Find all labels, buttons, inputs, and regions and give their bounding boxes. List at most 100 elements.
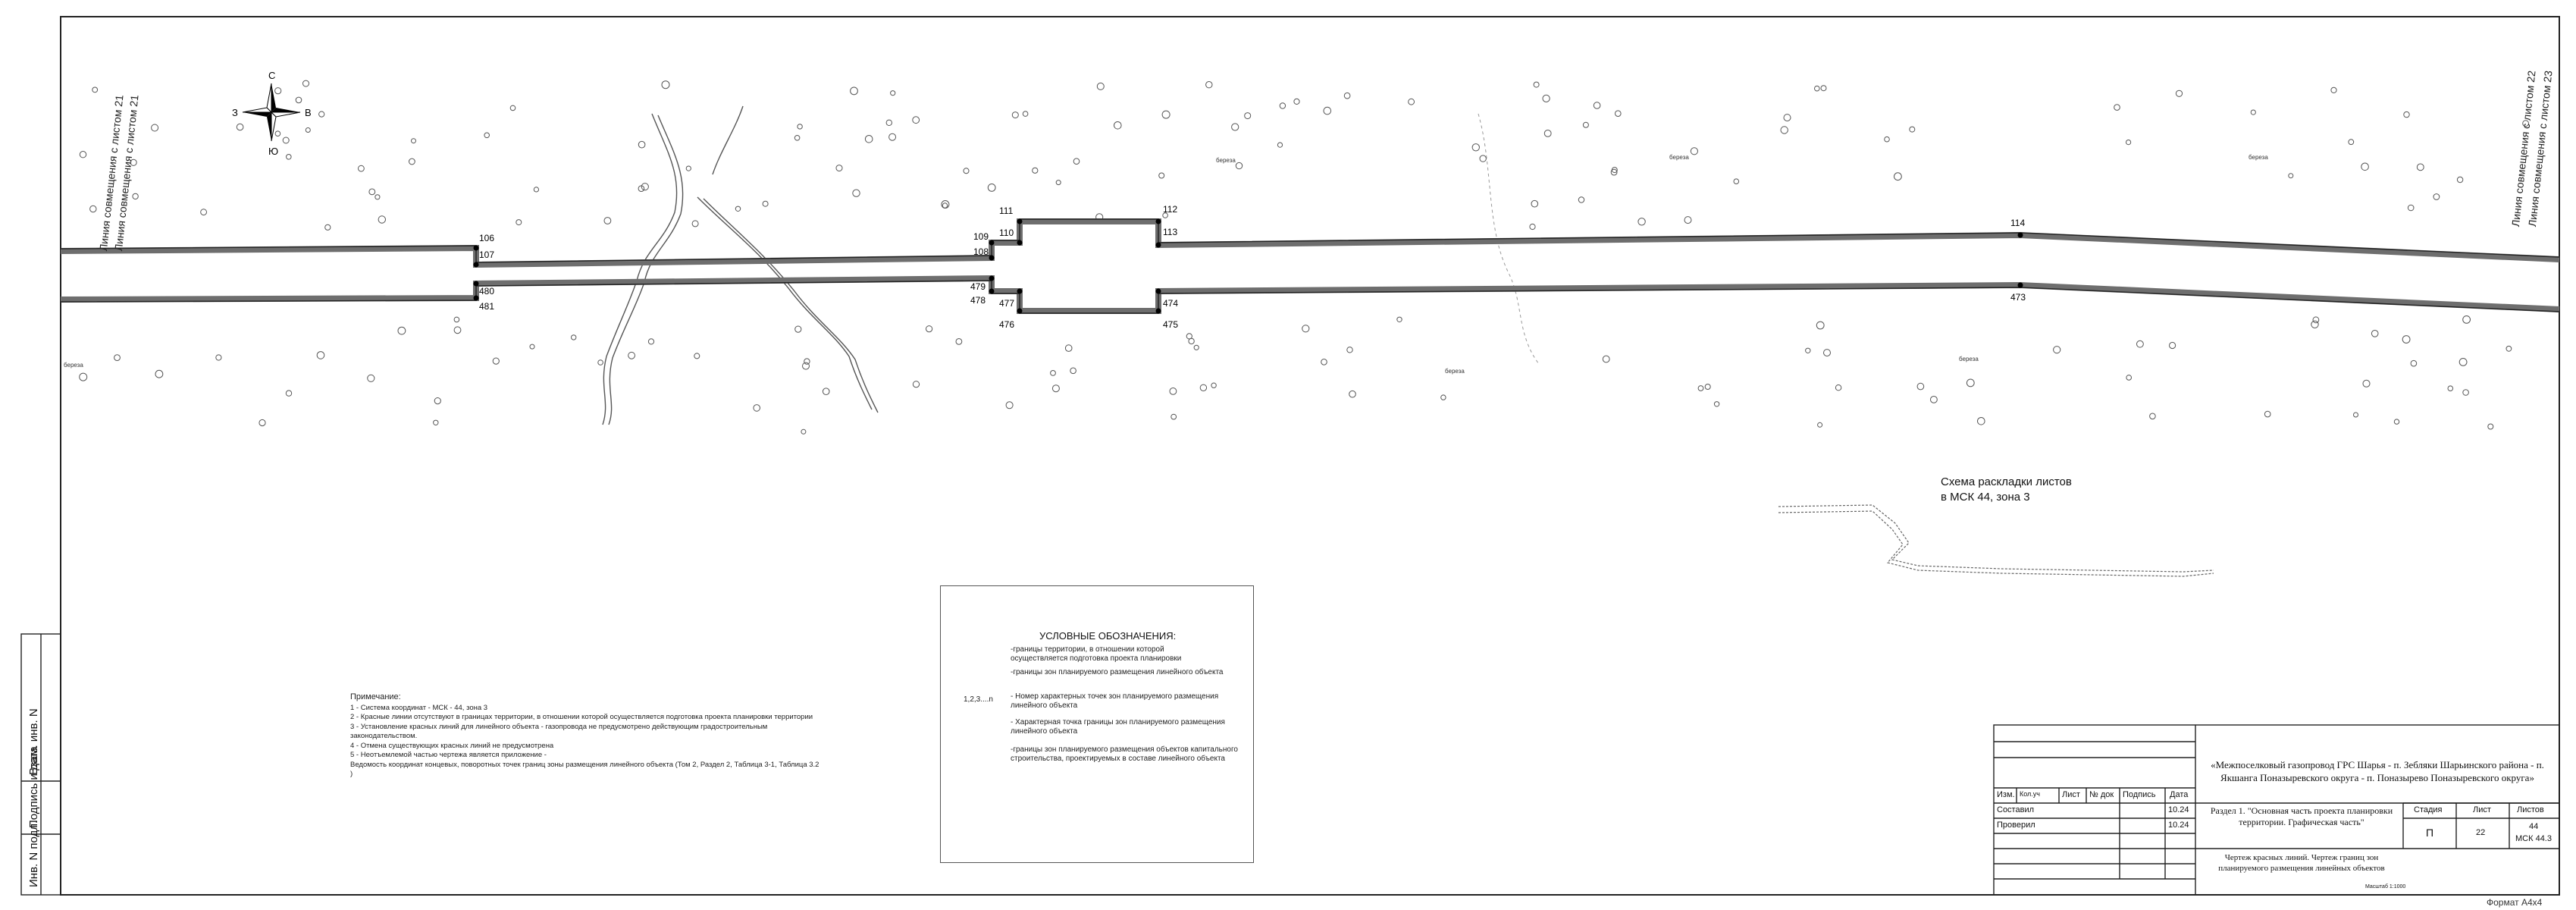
tree-symbol <box>285 390 293 397</box>
tree-symbol <box>850 86 858 96</box>
sheet-value: 22 <box>2476 828 2486 837</box>
tree-symbol <box>1349 390 1356 398</box>
tree-symbol <box>888 133 897 141</box>
tree-symbol <box>963 168 970 174</box>
tree-symbol <box>685 165 691 171</box>
tree-label: береза <box>2249 154 2268 161</box>
tree-label: береза <box>1445 368 1465 375</box>
legend-item-territory: -границы территории, в отношении которой… <box>1011 645 1182 663</box>
doc-code: МСК 44.3 <box>2515 834 2552 843</box>
tree-symbol <box>1533 81 1540 88</box>
tree-symbol <box>1186 333 1192 340</box>
notes-heading: Примечание: <box>350 692 401 701</box>
tree-symbol <box>1293 98 1300 105</box>
tree-symbol <box>2487 423 2494 430</box>
tree-symbol <box>1816 321 1825 330</box>
scale-label: Масштаб 1:1000 <box>2365 884 2406 890</box>
tree-symbol <box>1780 126 1788 134</box>
col-header-kol: Кол.уч <box>2020 790 2040 798</box>
tree-symbol <box>1279 102 1286 109</box>
tree-symbol <box>1684 216 1692 224</box>
tree-symbol <box>295 96 302 104</box>
point-label: 109 <box>973 231 989 242</box>
tree-symbol <box>316 351 325 359</box>
forest-symbols <box>79 80 2530 435</box>
tree-symbol <box>453 316 460 323</box>
col-header-ndoc: № док <box>2089 790 2114 799</box>
tree-symbol <box>433 419 439 425</box>
legend-item-zone: -границы зон планируемого размещения лин… <box>1011 668 1224 676</box>
tree-symbol <box>1593 102 1601 109</box>
tree-symbol <box>324 224 331 231</box>
sheets-label: Листов <box>2517 805 2544 814</box>
tree-symbol <box>1169 388 1177 395</box>
point-label: 113 <box>1163 227 1177 237</box>
tree-symbol <box>1884 136 1890 143</box>
tree-symbol <box>368 188 376 196</box>
tree-symbol <box>2371 330 2379 337</box>
tree-label: береза <box>1669 154 1689 161</box>
tree-symbol <box>2416 163 2424 171</box>
tree-symbol <box>2433 193 2440 200</box>
tree-symbol <box>2362 379 2371 388</box>
tree-symbol <box>1602 355 1610 363</box>
tree-symbol <box>305 127 311 133</box>
tree-symbol <box>1820 85 1827 92</box>
point-label: 107 <box>479 249 494 260</box>
tree-symbol <box>1302 325 1310 333</box>
point-label: 475 <box>1163 319 1178 330</box>
tree-symbol <box>1783 114 1791 122</box>
tree-symbol <box>492 357 500 365</box>
tree-symbol <box>1930 396 1938 403</box>
tree-label: береза <box>1216 157 1236 164</box>
tree-symbol <box>2447 385 2454 392</box>
tree-symbol <box>2348 139 2355 146</box>
tree-symbol <box>1011 111 1019 119</box>
point-label: 473 <box>2010 292 2026 303</box>
tree-symbol <box>1096 82 1105 90</box>
tree-symbol <box>735 206 741 212</box>
tree-symbol <box>1529 223 1536 231</box>
tree-symbol <box>484 132 490 139</box>
sheet-label: Лист <box>2473 805 2491 814</box>
tree-symbol <box>2264 410 2271 418</box>
tree-symbol <box>2312 316 2320 324</box>
tree-symbol <box>1277 142 1283 148</box>
tree-symbol <box>215 354 222 361</box>
tree-symbol <box>2250 109 2256 115</box>
title-block-grid <box>1993 724 2560 896</box>
tree-symbol <box>1211 382 1217 388</box>
tree-symbol <box>571 334 577 340</box>
tree-symbol <box>529 344 535 350</box>
tree-symbol <box>1615 110 1622 117</box>
compass-e: В <box>305 107 312 118</box>
sheet-title: Чертеж красных линий. Чертеж границ зон … <box>2218 853 2385 873</box>
tree-symbol <box>1637 218 1646 226</box>
tree-symbol <box>397 326 406 335</box>
tree-symbol <box>885 119 893 127</box>
notes-item: 2 - Красные линии отсутствуют в границах… <box>350 713 813 721</box>
tree-symbol <box>302 80 309 87</box>
tree-symbol <box>1835 384 1842 391</box>
tree-symbol <box>987 184 996 192</box>
tree-symbol <box>453 326 462 334</box>
tree-symbol <box>1697 385 1704 391</box>
side-stamp-inv: Инв. N подл. <box>27 820 40 887</box>
tree-symbol <box>1343 92 1351 99</box>
tree-label: береза <box>64 362 83 369</box>
tree-symbol <box>2175 89 2183 97</box>
tree-symbol <box>912 116 920 124</box>
tree-symbol <box>1050 370 1056 376</box>
tree-symbol <box>1543 130 1552 137</box>
tree-symbol <box>1814 85 1820 92</box>
tree-symbol <box>691 220 699 228</box>
tree-symbol <box>1396 316 1402 322</box>
tree-symbol <box>1231 123 1239 131</box>
notes-item: Ведомость координат концевых, поворотных… <box>350 760 819 779</box>
tree-symbol <box>358 165 365 172</box>
tree-symbol <box>2505 345 2512 352</box>
row-date: 10.24 <box>2168 805 2189 814</box>
tree-symbol <box>274 87 282 95</box>
tree-symbol <box>2462 315 2471 324</box>
